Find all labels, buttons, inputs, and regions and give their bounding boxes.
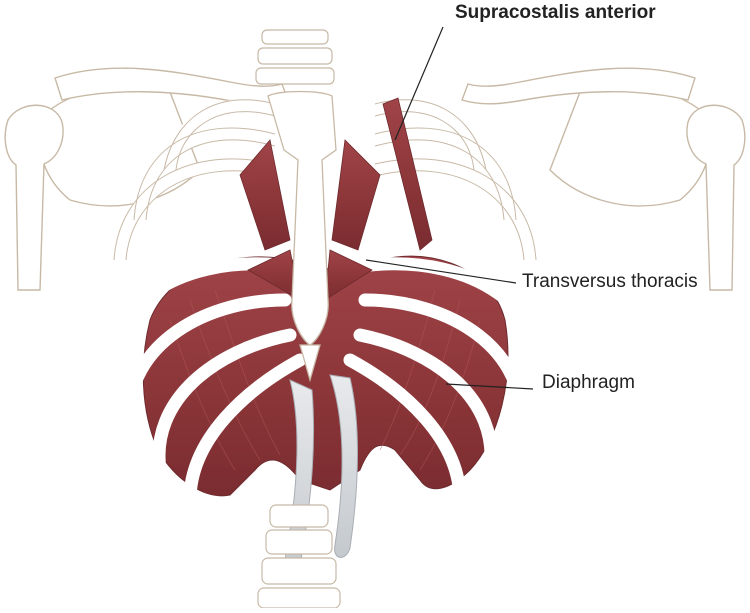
label-diaphragm: Diaphragm <box>542 372 635 393</box>
scapula-right <box>549 85 712 207</box>
label-transversus-thoracis: Transversus thoracis <box>522 271 698 292</box>
transversus-thoracis <box>239 139 381 301</box>
leader-lines <box>365 26 534 390</box>
shoulder-girdle <box>4 67 746 291</box>
humerus-left <box>4 104 64 291</box>
xiphoid-process <box>299 344 321 383</box>
humerus-right <box>686 104 746 291</box>
label-supracostalis-anterior: Supracostalis anterior <box>455 2 656 23</box>
vertebral-column <box>255 29 341 609</box>
supracostalis-anterior <box>382 97 433 251</box>
sternum <box>267 90 337 383</box>
clavicle-right <box>461 67 696 105</box>
